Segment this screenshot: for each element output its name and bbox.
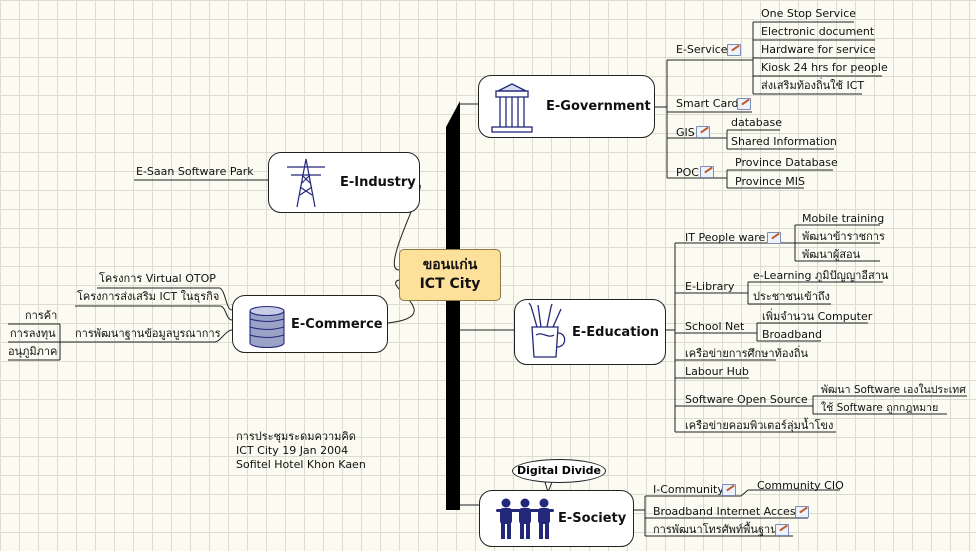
ecom-title: E-Commerce [291, 317, 383, 332]
ecom-subitem[interactable]: การลงทุน [10, 327, 56, 340]
coin-stack-icon [249, 305, 285, 349]
note-icon[interactable] [737, 98, 751, 110]
ecom-subitem[interactable]: การค้า [25, 309, 58, 322]
eedu-oss-item[interactable]: ใช้ Software ถูกกฎหมาย [821, 402, 939, 414]
ecom-item[interactable]: การพัฒนาฐานข้อมูลบูรณาการ [75, 327, 221, 340]
eind-item[interactable]: E-Saan Software Park [136, 165, 254, 178]
eedu-itpeople-item[interactable]: พัฒนาผู้สอน [802, 248, 861, 261]
egov-poc-item[interactable]: Province Database [735, 156, 838, 169]
ecom-subitem[interactable]: อนุภูมิภาค [8, 345, 58, 358]
eedu-schoolnet-label[interactable]: School Net [685, 320, 745, 333]
egov-eservice-item[interactable]: Kiosk 24 hrs for people [761, 61, 888, 74]
egov-gis-label[interactable]: GIS [676, 126, 695, 139]
note-icon[interactable] [767, 232, 781, 244]
eedu-labour-label[interactable]: Labour Hub [685, 365, 749, 378]
main-trunk [446, 101, 460, 510]
egov-eservice-item[interactable]: Electronic document [761, 25, 875, 38]
pencil-cup-icon [528, 303, 566, 358]
eedu-itpeople-label[interactable]: IT People ware [685, 231, 766, 244]
central-topic-line1: ขอนแก่น [422, 257, 478, 273]
egov-poc-label[interactable]: POC [676, 166, 699, 179]
eind-title: E-Industry [340, 175, 416, 190]
digital-divide-callout[interactable]: Digital Divide [512, 459, 606, 483]
power-tower-icon [287, 158, 325, 208]
eedu-itpeople-item[interactable]: พัฒนาข้าราชการ [802, 230, 885, 243]
central-topic-line2: ICT City [419, 276, 481, 292]
ecom-node[interactable]: E-Commerce [232, 295, 388, 353]
note-icon[interactable] [696, 126, 710, 138]
eedu-schoolnet-item[interactable]: เพิ่มจำนวน Computer [762, 310, 873, 323]
eedu-oss-label[interactable]: Software Open Source [685, 393, 808, 406]
caption-line1: การประชุมระดมความคิด [236, 430, 356, 443]
eedu-node[interactable]: E-Education [514, 299, 666, 365]
note-icon[interactable] [795, 506, 809, 518]
meeting-caption: การประชุมระดมความคิด ICT City 19 Jan 200… [236, 430, 366, 472]
note-icon[interactable] [722, 484, 736, 496]
central-topic[interactable]: ขอนแก่น ICT City [399, 249, 501, 301]
ecom-item[interactable]: โครงการ Virtual OTOP [99, 272, 216, 285]
caption-line2: ICT City 19 Jan 2004 [236, 444, 349, 457]
eedu-network-label[interactable]: เครือข่ายการศึกษาท้องถิ่น [685, 347, 808, 360]
note-icon[interactable] [727, 44, 741, 56]
egov-smartcard-label[interactable]: Smart Card [676, 97, 739, 110]
note-icon[interactable] [775, 524, 789, 536]
egov-eservice-label[interactable]: E-Service [676, 43, 728, 56]
eedu-elibrary-item[interactable]: e-Learning ภูมิปัญญาอีสาน [753, 269, 889, 282]
egov-eservice-item[interactable]: Hardware for service [761, 43, 876, 56]
egov-gis-item[interactable]: Shared Information [731, 135, 837, 148]
egov-gis-item[interactable]: database [731, 116, 782, 129]
esoc-broadband-label[interactable]: Broadband Internet Access [653, 505, 802, 518]
ecom-item[interactable]: โครงการส่งเสริม ICT ในธุรกิจ [77, 290, 220, 303]
esoc-phone-label[interactable]: การพัฒนาโทรศัพท์พื้นฐาน [653, 523, 778, 536]
eedu-schoolnet-item[interactable]: Broadband [762, 328, 822, 341]
esoc-icommunity-item[interactable]: Community CIO [757, 479, 844, 492]
people-group-icon [496, 498, 554, 539]
caption-line3: Sofitel Hotel Khon Kaen [236, 458, 366, 471]
eedu-itpeople-item[interactable]: Mobile training [802, 212, 885, 225]
eedu-elibrary-item[interactable]: ประชาชนเข้าถึง [753, 290, 830, 303]
esoc-icommunity-label[interactable]: I-Community [653, 483, 724, 496]
eind-node[interactable]: E-Industry [268, 152, 420, 213]
esoc-node[interactable]: E-Society [479, 490, 634, 547]
eedu-elibrary-label[interactable]: E-Library [685, 280, 735, 293]
eedu-oss-item[interactable]: พัฒนา Software เองในประเทศ [821, 384, 966, 396]
government-building-icon [491, 83, 533, 133]
esoc-title: E-Society [558, 511, 627, 526]
egov-eservice-item[interactable]: One Stop Service [761, 7, 857, 20]
egov-title: E-Government [546, 99, 651, 114]
eedu-title: E-Education [572, 325, 660, 340]
egov-eservice-item[interactable]: ส่งเสริมท้องถิ่นใช้ ICT [761, 79, 865, 92]
egov-node[interactable]: E-Government [478, 75, 655, 138]
note-icon[interactable] [700, 166, 714, 178]
egov-poc-item[interactable]: Province MIS [735, 175, 806, 188]
eedu-mekong-label[interactable]: เครือข่ายคอมพิวเตอร์ลุ่มน้ำโขง [685, 419, 834, 432]
